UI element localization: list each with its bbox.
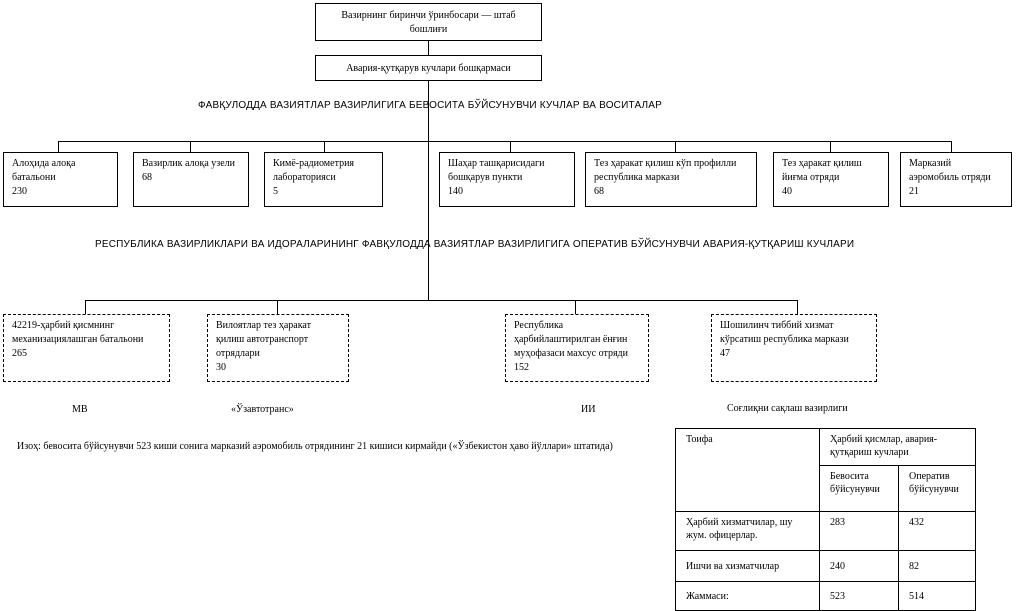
unit-count: 21 [909, 186, 919, 197]
directorate-box: Авария-қутқарув кучлари бошқармаси [315, 55, 542, 81]
connector-row1-drop-3 [324, 141, 325, 152]
unit-name: Шаҳар ташқарисидаги бошқарув пункти [448, 158, 545, 183]
unit-name: Кимё-радиометрия лабораторияси [273, 158, 355, 183]
unit-box-rapid-response-detachment: Тез ҳаракат қилиш йиғма отряди 40 [773, 152, 889, 207]
table-row: Ишчи ва хизматчилар 240 82 [675, 550, 976, 582]
connector-row2-drop-4 [797, 300, 798, 314]
dept-label-ii: ИИ [581, 404, 596, 415]
unit-box-chemical-radiometry-lab: Кимё-радиометрия лабораторияси 5 [264, 152, 383, 207]
unit-count: 152 [514, 362, 529, 373]
connector-row2-horizontal [85, 300, 798, 301]
connector-row1-horizontal [58, 141, 952, 142]
section1-title: ФАВҚУЛОДДА ВАЗИЯТЛАР ВАЗИРЛИГИГА БЕВОСИТ… [198, 100, 663, 111]
footnote: Изоҳ: бевосита бўйсунувчи 523 киши сониг… [17, 441, 613, 452]
row-direct: 240 [819, 550, 899, 582]
unit-box-regional-autotransport-detachments: Вилоятлар тез ҳаракат қилиш автотранспор… [207, 314, 349, 382]
connector-row1-drop-4 [510, 141, 511, 152]
unit-box-mechanized-battalion: 42219-ҳарбий қисмнинг механизациялашган … [3, 314, 170, 382]
row-operative: 432 [898, 511, 976, 551]
header-direct: Бевосита бўйсунувчи [819, 465, 899, 512]
connector-row2-drop-3 [575, 300, 576, 314]
unit-name: Алоҳида алоқа батальони [12, 158, 76, 183]
unit-count: 140 [448, 186, 463, 197]
dept-label-uzavtotrans: «Ўзавтотранс» [231, 404, 294, 415]
unit-box-separate-signal-battalion: Алоҳида алоқа батальони 230 [3, 152, 118, 207]
row-label: Жаммаси: [675, 581, 820, 611]
unit-box-fire-protection-detachment: Республика ҳарбийлаштирилган ёнғин муҳоф… [505, 314, 649, 382]
connector-head-to-directorate [428, 41, 429, 55]
header-operative: Оператив бўйсунувчи [898, 465, 976, 512]
dept-label-mv: МВ [72, 404, 88, 415]
dept-label-health-ministry: Соғлиқни сақлаш вазирлиги [727, 403, 848, 414]
unit-box-central-airmobile-detachment: Марказий аэромобиль отряди 21 [900, 152, 1012, 207]
row-direct: 523 [819, 581, 899, 611]
header-group: Ҳарбий қисмлар, авария-қутқариш кучлари [819, 427, 976, 467]
unit-name: Вазирлик алоқа узели [142, 158, 236, 169]
row-operative: 82 [898, 550, 976, 582]
section2-title: РЕСПУБЛИКА ВАЗИРЛИКЛАРИ ВА ИДОРАЛАРИНИНГ… [95, 239, 855, 250]
connector-row1-drop-7 [951, 141, 952, 152]
unit-box-suburban-control-point: Шаҳар ташқарисидаги бошқарув пункти 140 [439, 152, 575, 207]
unit-name: Марказий аэромобиль отряди [909, 158, 991, 183]
connector-row1-drop-5 [675, 141, 676, 152]
unit-count: 68 [142, 172, 152, 183]
unit-box-emergency-medical-center: Шошилинч тиббий хизмат кўрсатиш республи… [711, 314, 877, 382]
row-direct: 283 [819, 511, 899, 551]
table-row: Ҳарбий хизматчилар, шу жум. офицерлар. 2… [675, 511, 976, 551]
row-operative: 514 [898, 581, 976, 611]
unit-name: Вилоятлар тез ҳаракат қилиш автотранспор… [216, 320, 311, 359]
table-row: Жаммаси: 523 514 [675, 581, 976, 611]
head-label: Вазирнинг биринчи ўринбосари — штаб бошл… [341, 10, 516, 35]
head-box: Вазирнинг биринчи ўринбосари — штаб бошл… [315, 3, 542, 41]
header-category: Тоифа [675, 428, 820, 512]
unit-count: 30 [216, 362, 226, 373]
unit-name: Тез ҳаракат қилиш йиғма отряди [782, 158, 862, 183]
connector-row2-drop-2 [277, 300, 278, 314]
connector-row1-drop-2 [190, 141, 191, 152]
directorate-label: Авария-қутқарув кучлари бошқармаси [346, 63, 511, 74]
row-label: Ҳарбий хизматчилар, шу жум. офицерлар. [675, 511, 820, 551]
connector-main-vertical [428, 81, 429, 300]
connector-row2-drop-1 [85, 300, 86, 314]
unit-name: 42219-ҳарбий қисмнинг механизациялашган … [12, 320, 144, 345]
unit-box-rapid-response-center: Тез ҳаракат қилиш кўп профилли республик… [585, 152, 757, 207]
unit-name: Тез ҳаракат қилиш кўп профилли республик… [594, 158, 737, 183]
unit-count: 265 [12, 348, 27, 359]
unit-count: 40 [782, 186, 792, 197]
unit-name: Республика ҳарбийлаштирилган ёнғин муҳоф… [514, 320, 628, 359]
connector-row1-drop-6 [830, 141, 831, 152]
unit-count: 230 [12, 186, 27, 197]
summary-table: Тоифа Ҳарбий қисмлар, авария-қутқариш ку… [675, 427, 976, 611]
unit-box-ministry-signal-node: Вазирлик алоқа узели 68 [133, 152, 249, 207]
unit-count: 68 [594, 186, 604, 197]
connector-row1-drop-1 [58, 141, 59, 152]
unit-count: 47 [720, 348, 730, 359]
unit-name: Шошилинч тиббий хизмат кўрсатиш республи… [720, 320, 849, 345]
row-label: Ишчи ва хизматчилар [675, 550, 820, 582]
unit-count: 5 [273, 186, 278, 197]
